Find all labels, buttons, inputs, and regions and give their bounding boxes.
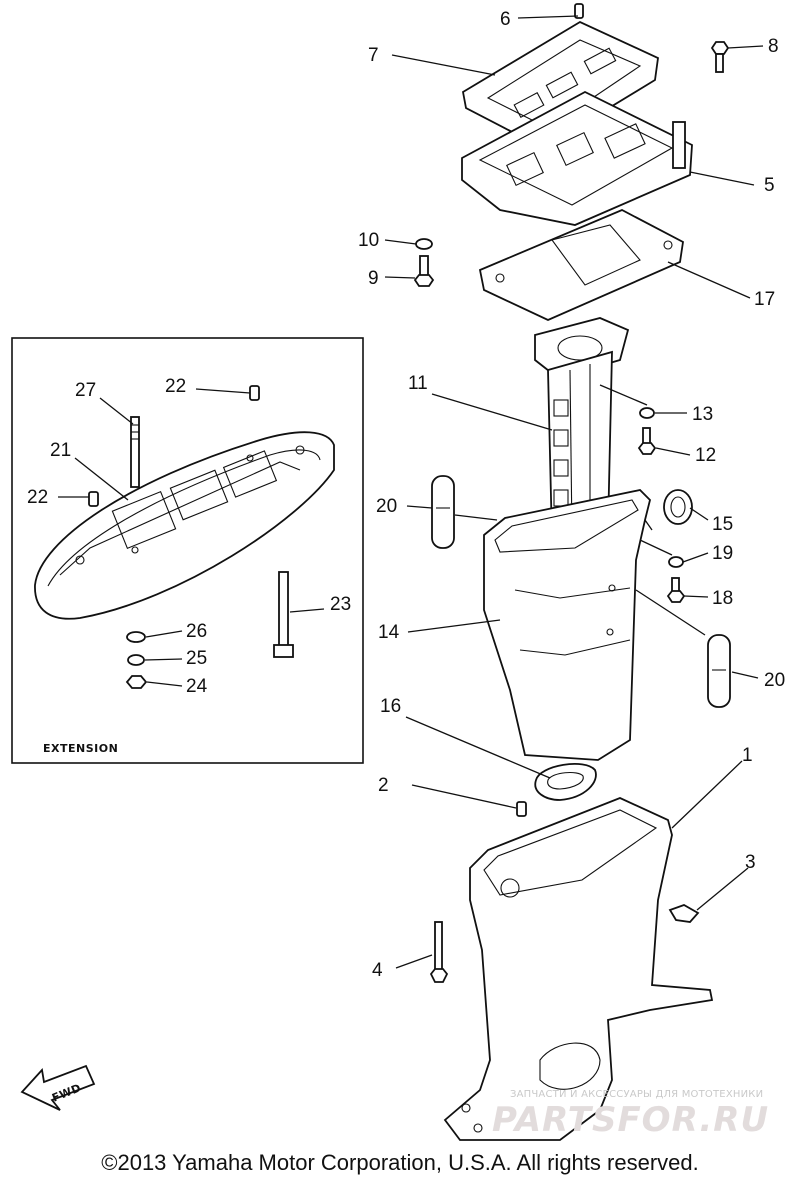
callout-16: 16 <box>380 696 401 717</box>
pin-6 <box>574 3 584 19</box>
clip-3 <box>668 904 700 923</box>
bolt-18 <box>666 577 686 603</box>
bolt-12 <box>637 427 657 455</box>
lower-casing-1 <box>443 797 714 1141</box>
rubber-seal-16 <box>534 763 597 801</box>
callout-4: 4 <box>372 960 383 981</box>
bolt-24 <box>273 571 294 658</box>
callout-10: 10 <box>358 230 379 251</box>
extension-plate <box>34 431 335 620</box>
callout-24: 23 <box>330 594 351 615</box>
stud-23 <box>130 416 140 488</box>
dowel-22-left <box>88 491 99 507</box>
callout-9: 9 <box>368 268 379 289</box>
damper-20-right <box>707 634 731 708</box>
callout-13: 13 <box>692 404 713 425</box>
watermark-tagline: ЗАПЧАСТИ И АКСЕССУАРЫ ДЛЯ МОТОТЕХНИКИ <box>510 1089 764 1100</box>
bolt-4 <box>429 921 449 983</box>
callout-2: 2 <box>378 775 389 796</box>
grommet-15 <box>663 489 693 525</box>
extension-inset-frame <box>11 337 364 764</box>
callout-25: 24 <box>186 676 208 697</box>
callout-3: 3 <box>745 852 756 873</box>
washer-13 <box>639 407 655 419</box>
callout-27: 26 <box>186 621 207 642</box>
callout-26: 25 <box>186 648 207 669</box>
dowel-22-top <box>249 385 260 401</box>
callout-17: 17 <box>754 289 775 310</box>
callout-8: 8 <box>768 36 779 57</box>
washer-10 <box>415 238 433 250</box>
callout-7: 7 <box>368 45 379 66</box>
washer-27 <box>126 631 146 643</box>
watermark-logo: PARTSFOR.RU <box>492 1100 770 1140</box>
callout-6: 6 <box>500 9 511 30</box>
callout-19: 19 <box>712 543 733 564</box>
callout-1: 1 <box>742 745 753 766</box>
callout-22-left: 22 <box>27 487 48 508</box>
callout-18: 18 <box>712 588 733 609</box>
callout-5: 5 <box>764 175 775 196</box>
bolt-9 <box>413 255 435 287</box>
dowel-2 <box>516 801 527 817</box>
callout-14: 14 <box>378 622 400 643</box>
gasket-7 <box>461 20 659 150</box>
exhaust-cover-5 <box>461 90 693 226</box>
lock-washer-26 <box>127 654 145 666</box>
callout-22-top: 22 <box>165 376 186 397</box>
callout-23: 27 <box>75 380 96 401</box>
copyright-notice: ©2013 Yamaha Motor Corporation, U.S.A. A… <box>101 1150 699 1175</box>
gasket-17 <box>478 209 684 321</box>
callout-20-right: 20 <box>764 670 785 691</box>
callout-21: 21 <box>50 440 71 461</box>
callout-15: 15 <box>712 514 733 535</box>
damper-20-left <box>431 475 455 549</box>
upper-casing-14 <box>483 489 651 761</box>
fwd-arrow-icon <box>20 1064 96 1111</box>
callout-20-left: 20 <box>376 496 397 517</box>
nut-25 <box>125 675 148 689</box>
bolt-8 <box>710 41 730 73</box>
callout-12: 12 <box>695 445 716 466</box>
callout-11: 11 <box>408 373 428 394</box>
washer-19 <box>668 556 684 568</box>
extension-label: EXTENSION <box>43 742 118 755</box>
